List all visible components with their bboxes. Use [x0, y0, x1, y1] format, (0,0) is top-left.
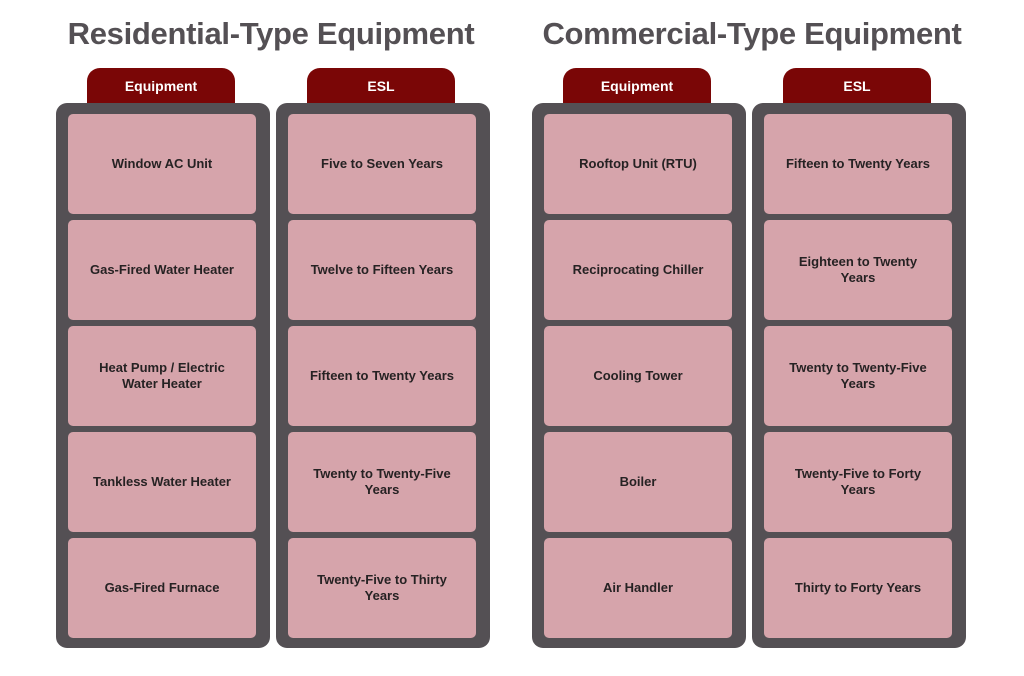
esl-cell: Twenty to Twenty-Five Years: [764, 326, 952, 426]
equipment-cell: Window AC Unit: [68, 114, 256, 214]
commercial-esl-column: Fifteen to Twenty Years Eighteen to Twen…: [752, 103, 966, 648]
equipment-cell: Tankless Water Heater: [68, 432, 256, 532]
esl-value: Twenty-Five to Forty Years: [794, 466, 922, 497]
equipment-name: Tankless Water Heater: [92, 474, 231, 489]
equipment-name: Rooftop Unit (RTU): [579, 156, 697, 171]
commercial-esl-header: ESL: [783, 68, 931, 106]
esl-cell: Twelve to Fifteen Years: [288, 220, 476, 320]
residential-esl-header: ESL: [307, 68, 455, 106]
commercial-equipment-header: Equipment: [563, 68, 711, 106]
esl-cell: Twenty-Five to Thirty Years: [288, 538, 476, 638]
esl-value: Five to Seven Years: [321, 156, 443, 171]
esl-cell: Thirty to Forty Years: [764, 538, 952, 638]
esl-cell: Twenty-Five to Forty Years: [764, 432, 952, 532]
equipment-name: Gas-Fired Water Heater: [89, 262, 234, 277]
esl-cell: Fifteen to Twenty Years: [288, 326, 476, 426]
esl-value: Twenty to Twenty-Five Years: [789, 360, 927, 391]
esl-cell: Eighteen to Twenty Years: [764, 220, 952, 320]
residential-title: Residential-Type Equipment: [67, 16, 475, 51]
equipment-cell: Air Handler: [544, 538, 732, 638]
equipment-cell: Reciprocating Chiller: [544, 220, 732, 320]
equipment-cell: Heat Pump / Electric Water Heater: [68, 326, 256, 426]
esl-value: Fifteen to Twenty Years: [785, 156, 930, 171]
esl-value: Thirty to Forty Years: [794, 580, 922, 595]
esl-value: Twenty to Twenty-Five Years: [313, 466, 451, 497]
esl-value: Twelve to Fifteen Years: [310, 262, 454, 277]
equipment-name: Heat Pump / Electric Water Heater: [99, 360, 225, 391]
equipment-name: Boiler: [619, 474, 657, 489]
equipment-cell: Cooling Tower: [544, 326, 732, 426]
equipment-name: Gas-Fired Furnace: [104, 580, 220, 595]
esl-value: Eighteen to Twenty Years: [798, 254, 918, 285]
equipment-name: Window AC Unit: [111, 156, 213, 171]
equipment-cell: Rooftop Unit (RTU): [544, 114, 732, 214]
esl-cell: Fifteen to Twenty Years: [764, 114, 952, 214]
equipment-cell: Gas-Fired Furnace: [68, 538, 256, 638]
esl-cell: Five to Seven Years: [288, 114, 476, 214]
esl-cell: Twenty to Twenty-Five Years: [288, 432, 476, 532]
commercial-title: Commercial-Type Equipment: [542, 16, 962, 51]
esl-value: Twenty-Five to Thirty Years: [317, 572, 447, 603]
equipment-cell: Gas-Fired Water Heater: [68, 220, 256, 320]
esl-value: Fifteen to Twenty Years: [309, 368, 454, 383]
residential-equipment-column: Window AC Unit Gas-Fired Water Heater He…: [56, 103, 270, 648]
equipment-name: Air Handler: [602, 580, 674, 595]
equipment-name: Reciprocating Chiller: [572, 262, 704, 277]
residential-esl-column: Five to Seven Years Twelve to Fifteen Ye…: [276, 103, 490, 648]
equipment-cell: Boiler: [544, 432, 732, 532]
residential-equipment-header: Equipment: [87, 68, 235, 106]
equipment-name: Cooling Tower: [593, 368, 683, 383]
commercial-equipment-column: Rooftop Unit (RTU) Reciprocating Chiller…: [532, 103, 746, 648]
